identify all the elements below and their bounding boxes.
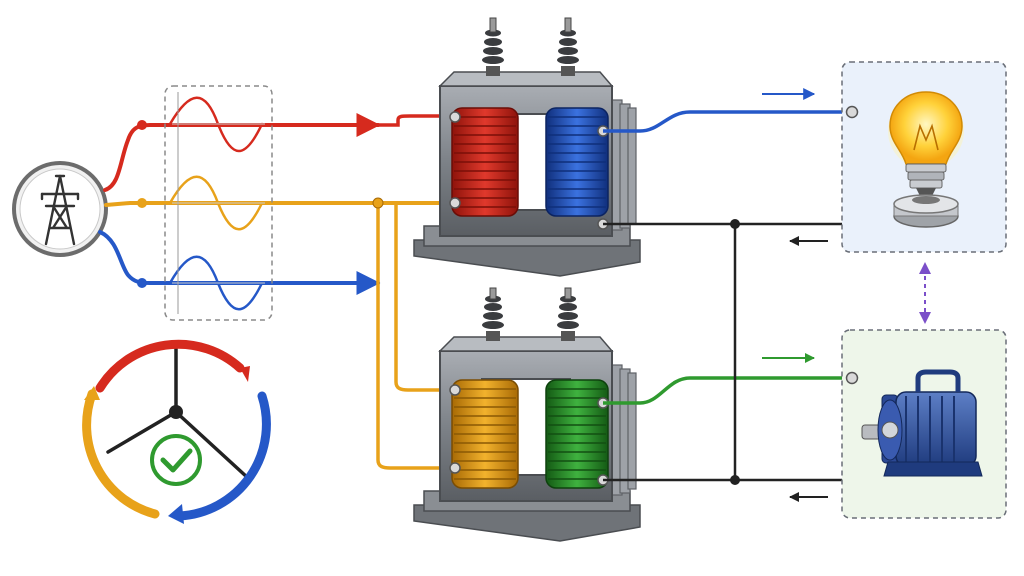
top-primary-coil xyxy=(451,107,519,217)
top-terminal-primary-2 xyxy=(449,197,461,209)
top-bushing-right xyxy=(557,17,579,76)
blue-phase-node xyxy=(137,278,147,288)
bottom-secondary-coil xyxy=(545,379,609,489)
top-secondary-wire xyxy=(603,110,852,133)
power-source xyxy=(12,161,108,257)
neutral-junction-top xyxy=(730,219,740,229)
bottom-terminal-primary-1 xyxy=(449,384,461,396)
neutral-junction-bottom xyxy=(730,475,740,485)
waveform-box xyxy=(164,85,273,321)
yellow-junction xyxy=(372,197,384,209)
electric-motor-icon xyxy=(861,369,983,477)
top-secondary-coil xyxy=(545,107,609,217)
bottom-primary-coil xyxy=(451,379,519,489)
top-terminal-primary-1 xyxy=(449,111,461,123)
load-panel-bulb xyxy=(841,61,1007,253)
red-phase-node xyxy=(137,120,147,130)
three-phase-cycle-icon xyxy=(82,339,271,524)
top-bushing-left xyxy=(482,17,504,76)
bottom-secondary-wire xyxy=(603,376,852,405)
blue-phase-wire xyxy=(98,230,381,311)
bottom-bushing-left xyxy=(482,287,504,341)
light-bulb-icon xyxy=(888,91,964,228)
transmission-tower-icon xyxy=(40,174,80,246)
yellow-phase-node xyxy=(137,198,147,208)
red-primary-lead xyxy=(378,114,452,127)
bottom-transformer xyxy=(413,287,641,542)
check-mark-icon xyxy=(150,434,202,486)
top-transformer xyxy=(413,17,641,277)
bottom-bushing-right xyxy=(557,287,579,341)
bottom-terminal-primary-2 xyxy=(449,462,461,474)
load-panel-motor xyxy=(841,329,1007,519)
red-phase-wire xyxy=(103,96,381,192)
yellow-branch xyxy=(376,203,452,470)
